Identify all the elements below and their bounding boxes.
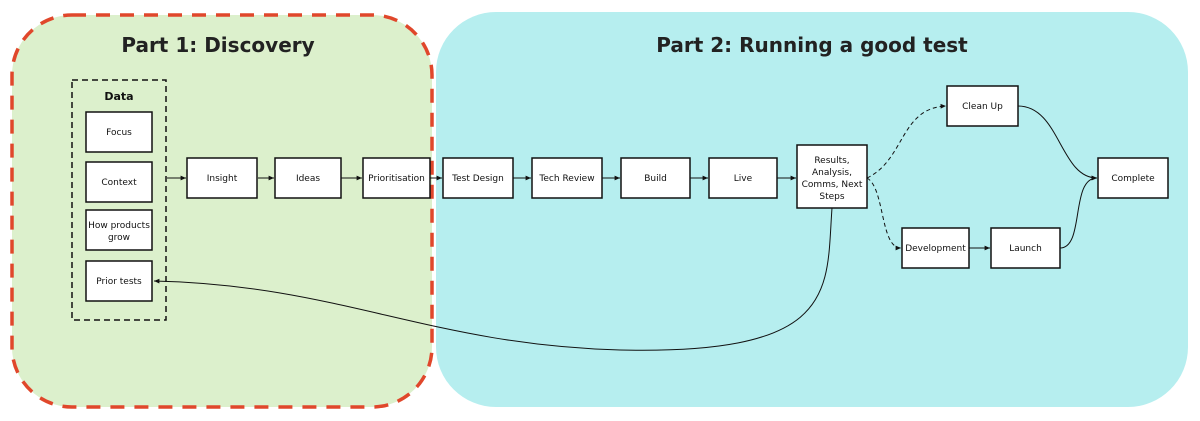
node-development[interactable]: Development	[901, 227, 970, 269]
part2-title: Part 2: Running a good test	[656, 33, 968, 57]
node-ideas[interactable]: Ideas	[274, 157, 342, 199]
node-label: Complete	[1111, 174, 1155, 184]
node-insight[interactable]: Insight	[186, 157, 258, 199]
node-label: Clean Up	[962, 102, 1003, 112]
node-label: Development	[905, 244, 966, 254]
edge-results-to-prior-tests	[153, 207, 833, 351]
part1-region	[12, 15, 432, 407]
node-tech-review[interactable]: Tech Review	[531, 157, 603, 199]
node-results[interactable]: Results, Analysis, Comms, Next Steps	[796, 144, 868, 209]
node-test-design[interactable]: Test Design	[442, 157, 514, 199]
edge-launch-to-complete	[1059, 175, 1098, 249]
node-label: Context	[101, 178, 137, 188]
node-label: Analysis,	[812, 168, 852, 178]
edge-results-to-development	[866, 177, 902, 251]
node-label: Prior tests	[96, 277, 142, 287]
node-complete[interactable]: Complete	[1097, 157, 1169, 199]
part1-title: Part 1: Discovery	[121, 33, 314, 57]
node-label: Launch	[1009, 244, 1042, 254]
node-label: Test Design	[451, 174, 504, 184]
node-label: Steps	[819, 192, 844, 202]
node-label: Prioritisation	[368, 174, 425, 184]
node-label: Insight	[207, 174, 238, 184]
part1-border	[10, 13, 434, 409]
node-how-products-grow[interactable]: How products grow	[85, 209, 153, 251]
data-group-title: Data	[104, 90, 133, 103]
part2-region	[436, 12, 1188, 407]
node-prioritisation[interactable]: Prioritisation	[362, 157, 431, 199]
node-label: Ideas	[296, 174, 320, 184]
node-label: Build	[644, 174, 667, 184]
node-label: Focus	[106, 128, 132, 138]
node-label: Tech Review	[538, 174, 594, 184]
node-label: Live	[734, 174, 753, 184]
node-launch[interactable]: Launch	[990, 227, 1061, 269]
node-label: How products	[88, 221, 150, 231]
data-group-box	[71, 79, 167, 321]
node-build[interactable]: Build	[620, 157, 691, 199]
edge-results-to-clean-up	[866, 103, 947, 179]
edge-clean-up-to-complete	[1017, 105, 1098, 181]
node-prior-tests[interactable]: Prior tests	[85, 260, 153, 302]
node-label: Results,	[814, 156, 849, 166]
node-focus[interactable]: Focus	[85, 111, 153, 153]
node-clean-up[interactable]: Clean Up	[946, 85, 1019, 127]
node-context[interactable]: Context	[85, 161, 153, 203]
node-live[interactable]: Live	[708, 157, 778, 199]
node-label: Comms, Next	[802, 180, 863, 190]
node-label: grow	[108, 233, 130, 243]
